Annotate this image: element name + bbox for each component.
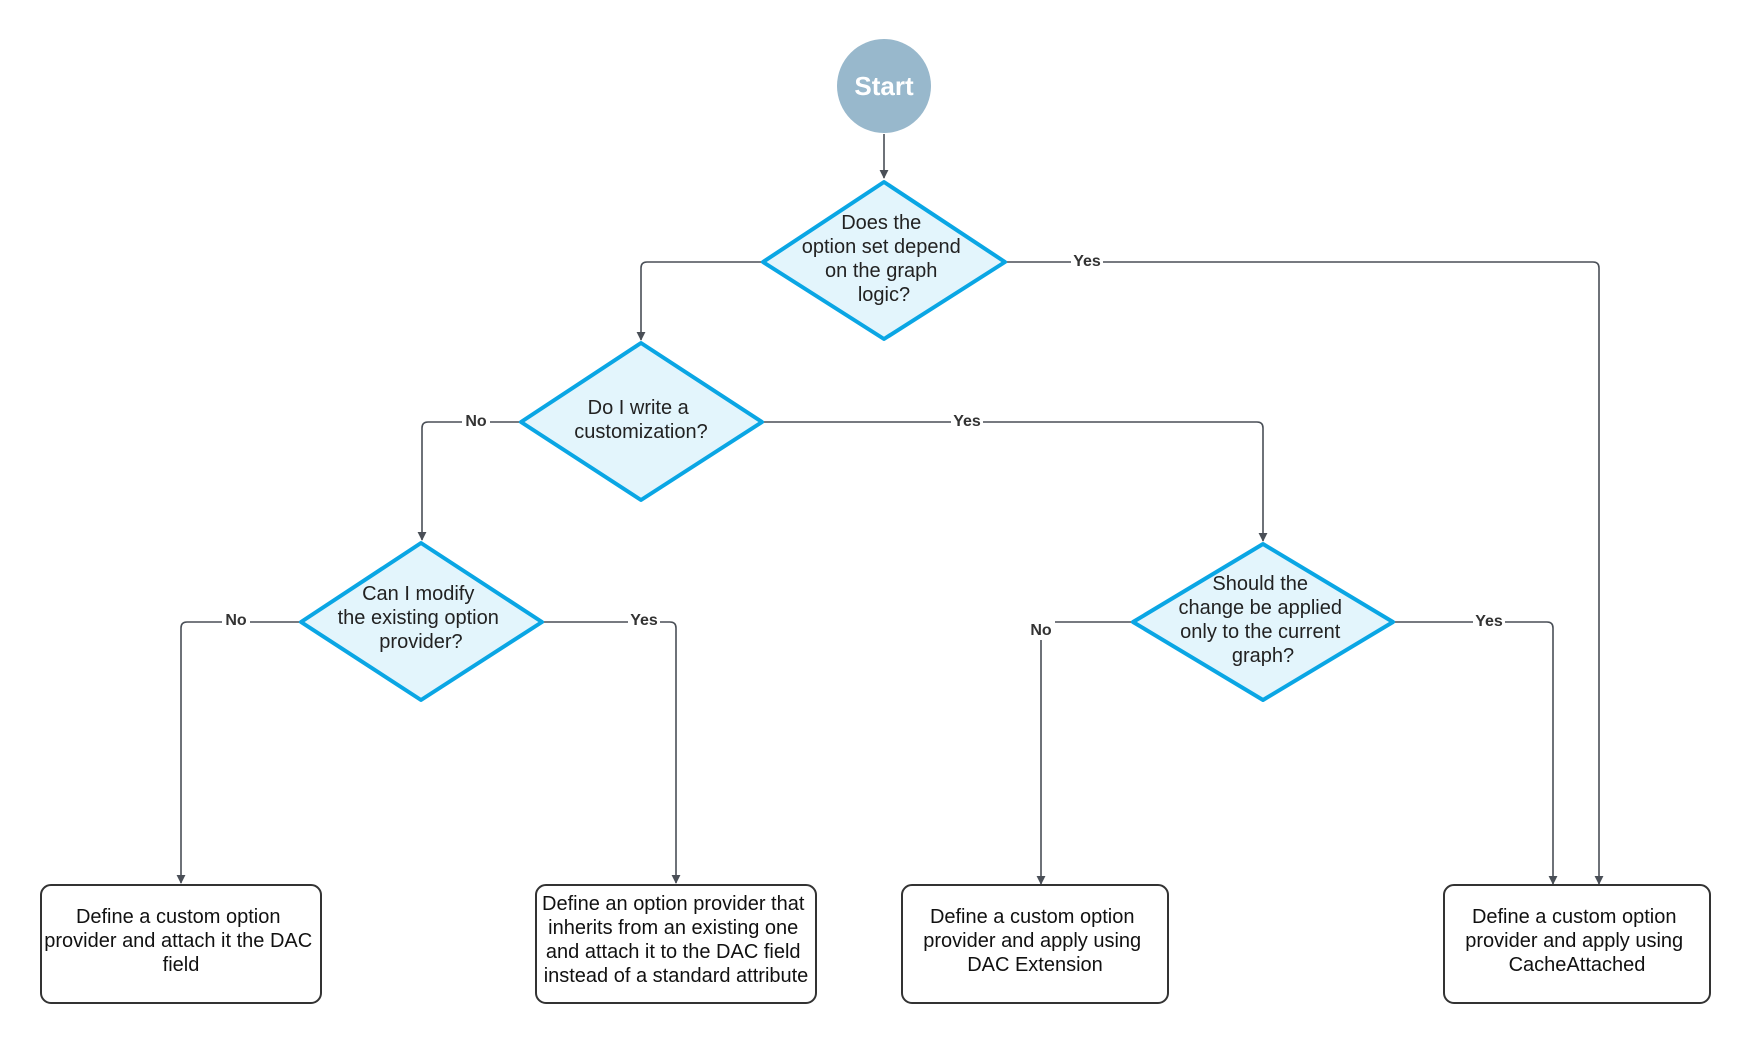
outcome-inherit-provider: Define an option provider that inherits …	[535, 884, 817, 1004]
decision-current-graph-text: Should the change be applied only to the…	[1178, 573, 1347, 667]
label-graph-logic-yes: Yes	[1073, 253, 1101, 270]
edge-current-graph-yes	[1393, 621, 1558, 885]
edge-customization-yes	[762, 421, 1268, 542]
label-modify-no: No	[225, 612, 247, 629]
label-current-graph-no: No	[1030, 622, 1052, 639]
outcome-custom-attach-dac-text: Define a custom option provider and atta…	[44, 906, 317, 976]
decision-modify-provider-text: Can I modify the existing option provide…	[338, 583, 505, 653]
outcome-dac-extension: Define a custom option provider and appl…	[901, 884, 1169, 1004]
edge-customization-no	[417, 421, 521, 541]
decision-customization-text: Do I write a customization?	[574, 397, 707, 443]
outcome-cache-attached-text: Define a custom option provider and appl…	[1465, 906, 1688, 976]
decision-graph-logic-text: Does the option set depend on the graph …	[802, 212, 967, 306]
start-node: Start	[837, 39, 931, 133]
label-current-graph-yes: Yes	[1475, 613, 1503, 630]
outcome-inherit-provider-text: Define an option provider that inherits …	[542, 893, 810, 987]
edges	[176, 134, 1604, 885]
decision-current-graph: Should the change be applied only to the…	[1131, 542, 1395, 702]
decision-modify-provider: Can I modify the existing option provide…	[299, 541, 544, 702]
edge-modify-no	[176, 621, 301, 884]
label-modify-yes: Yes	[630, 612, 658, 629]
edge-graph-logic-no	[636, 261, 763, 341]
decision-graph-logic: Does the option set depend on the graph …	[761, 180, 1007, 341]
edge-modify-yes	[542, 621, 681, 884]
edge-labels: Yes No Yes No Yes No Yes	[222, 251, 1505, 640]
label-customization-yes: Yes	[953, 413, 981, 430]
outcome-dac-extension-text: Define a custom option provider and appl…	[923, 906, 1146, 976]
decision-customization: Do I write a customization?	[519, 341, 764, 502]
start-label: Start	[854, 71, 914, 101]
edge-current-graph-no	[1036, 621, 1133, 885]
outcome-custom-attach-dac: Define a custom option provider and atta…	[40, 884, 322, 1004]
outcome-cache-attached: Define a custom option provider and appl…	[1443, 884, 1711, 1004]
label-customization-no: No	[465, 413, 487, 430]
edge-graph-logic-yes	[1005, 261, 1604, 885]
